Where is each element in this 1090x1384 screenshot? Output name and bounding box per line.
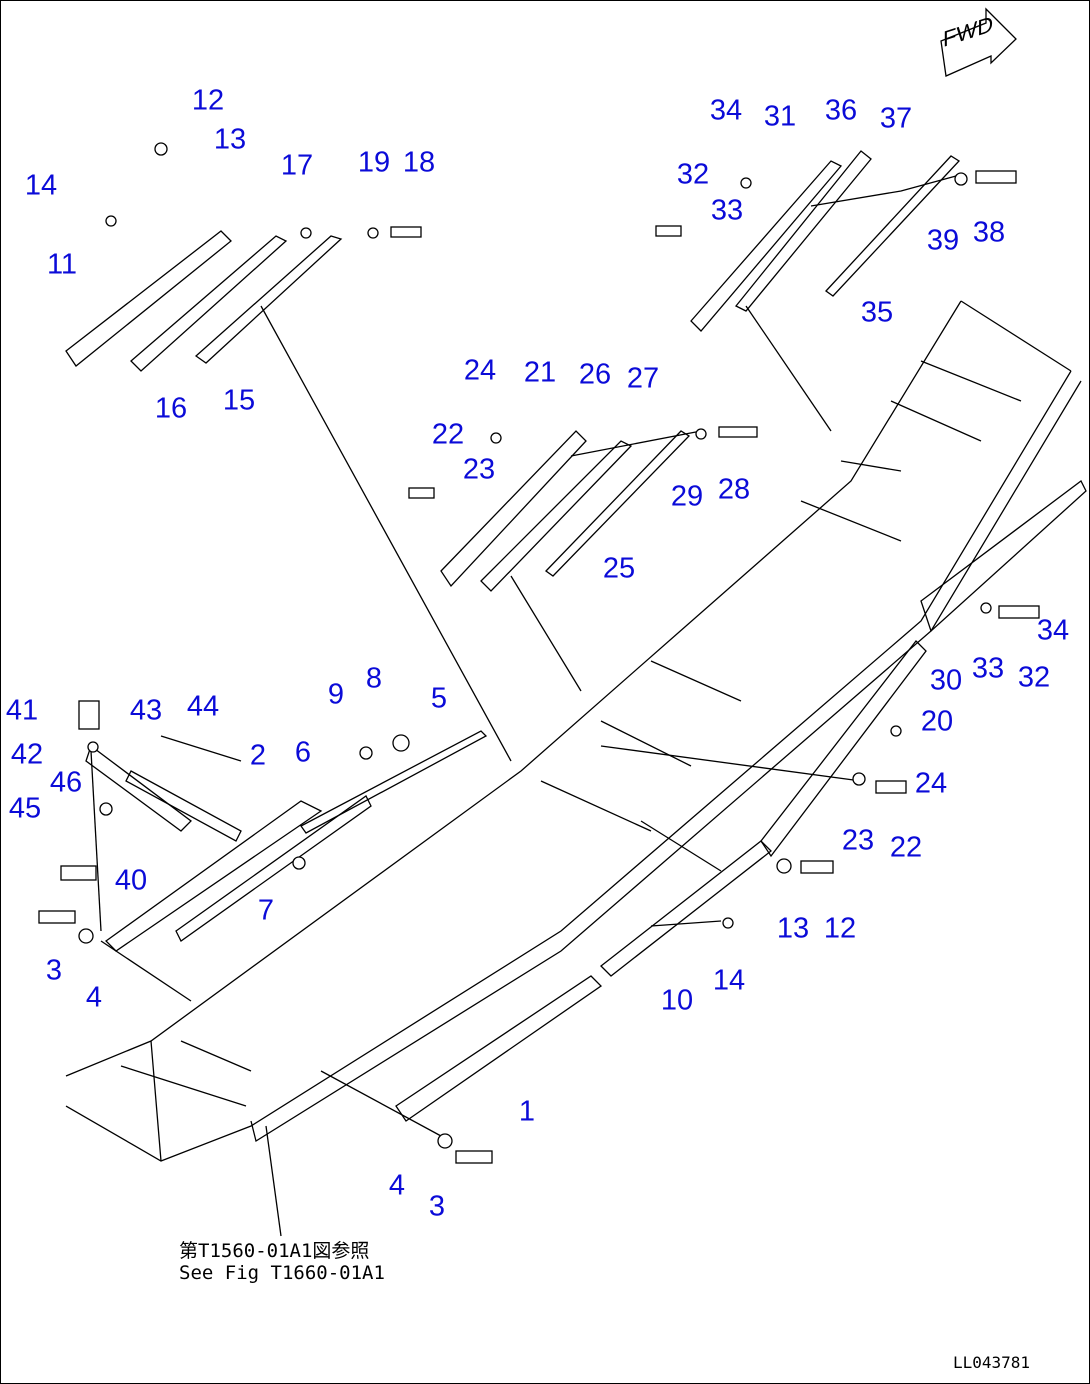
callout-22-right: 22	[889, 831, 923, 864]
reference-note-jp: 第T1560-01A1図参照	[179, 1240, 370, 1262]
callout-41: 41	[5, 694, 39, 727]
callout-44: 44	[186, 690, 220, 723]
callout-1: 1	[518, 1095, 536, 1128]
callout-16: 16	[154, 392, 188, 425]
frame-rail-left	[65, 300, 1082, 1162]
plate-group-side	[104, 480, 1087, 1122]
callout-13: 13	[213, 123, 247, 156]
callout-8: 8	[365, 662, 383, 695]
callout-26: 26	[578, 358, 612, 391]
callout-4-left: 4	[85, 981, 103, 1014]
callout-6: 6	[294, 736, 312, 769]
bracket-parts	[85, 735, 242, 842]
callout-23-top: 23	[462, 453, 496, 486]
callout-24-right: 24	[914, 767, 948, 800]
callout-13-lower: 13	[776, 912, 810, 945]
plate-group-rear	[65, 230, 343, 372]
plate-group-middle	[440, 430, 691, 592]
callout-3-lower: 3	[428, 1190, 446, 1223]
reference-note: 第T1560-01A1図参照 See Fig T1660-01A1	[179, 1240, 385, 1285]
callout-18: 18	[402, 146, 436, 179]
callout-40: 40	[114, 864, 148, 897]
callout-46: 46	[49, 766, 83, 799]
callout-3-left: 3	[45, 954, 63, 987]
callout-28: 28	[717, 473, 751, 506]
callout-27: 27	[626, 362, 660, 395]
leader-lines	[90, 175, 957, 1237]
callout-17: 17	[280, 149, 314, 182]
callout-22-top: 22	[431, 418, 465, 451]
callout-21: 21	[523, 356, 557, 389]
callout-23-right: 23	[841, 824, 875, 857]
callout-36: 36	[824, 94, 858, 127]
callout-38: 38	[972, 216, 1006, 249]
callout-39: 39	[926, 224, 960, 257]
frame-crossmembers	[120, 360, 1022, 1107]
callout-4-lower: 4	[388, 1169, 406, 1202]
callout-43: 43	[129, 694, 163, 727]
callout-34-top: 34	[709, 94, 743, 127]
drawing-code: LL043781	[953, 1353, 1031, 1372]
callout-33-right: 33	[971, 652, 1005, 685]
callout-15: 15	[222, 384, 256, 417]
callout-45: 45	[8, 792, 42, 825]
callout-25: 25	[602, 552, 636, 585]
callout-33-top: 33	[710, 194, 744, 227]
callout-37: 37	[879, 102, 913, 135]
callout-32-top: 32	[676, 158, 710, 191]
callout-5: 5	[430, 682, 448, 715]
callout-11: 11	[46, 248, 78, 281]
callout-14: 14	[24, 169, 58, 202]
callout-10: 10	[660, 984, 694, 1017]
callout-2: 2	[249, 739, 267, 772]
reference-note-en: See Fig T1660-01A1	[179, 1261, 385, 1284]
callout-34-right: 34	[1036, 614, 1070, 647]
callout-32-right: 32	[1017, 661, 1051, 694]
callout-9: 9	[327, 678, 345, 711]
callout-31: 31	[763, 100, 797, 133]
fwd-arrow-icon	[940, 7, 1017, 77]
callout-14-lower: 14	[712, 964, 746, 997]
callout-19: 19	[357, 146, 391, 179]
plate-group-front	[690, 150, 961, 332]
callout-29: 29	[670, 480, 704, 513]
callout-7: 7	[257, 894, 275, 927]
fasteners	[38, 142, 1040, 1164]
callout-12: 12	[191, 84, 225, 117]
callout-35: 35	[860, 296, 894, 329]
callout-20: 20	[920, 705, 954, 738]
callout-30: 30	[929, 664, 963, 697]
callout-42: 42	[10, 738, 44, 771]
callout-12-lower: 12	[823, 912, 857, 945]
callout-24-top: 24	[463, 354, 497, 387]
